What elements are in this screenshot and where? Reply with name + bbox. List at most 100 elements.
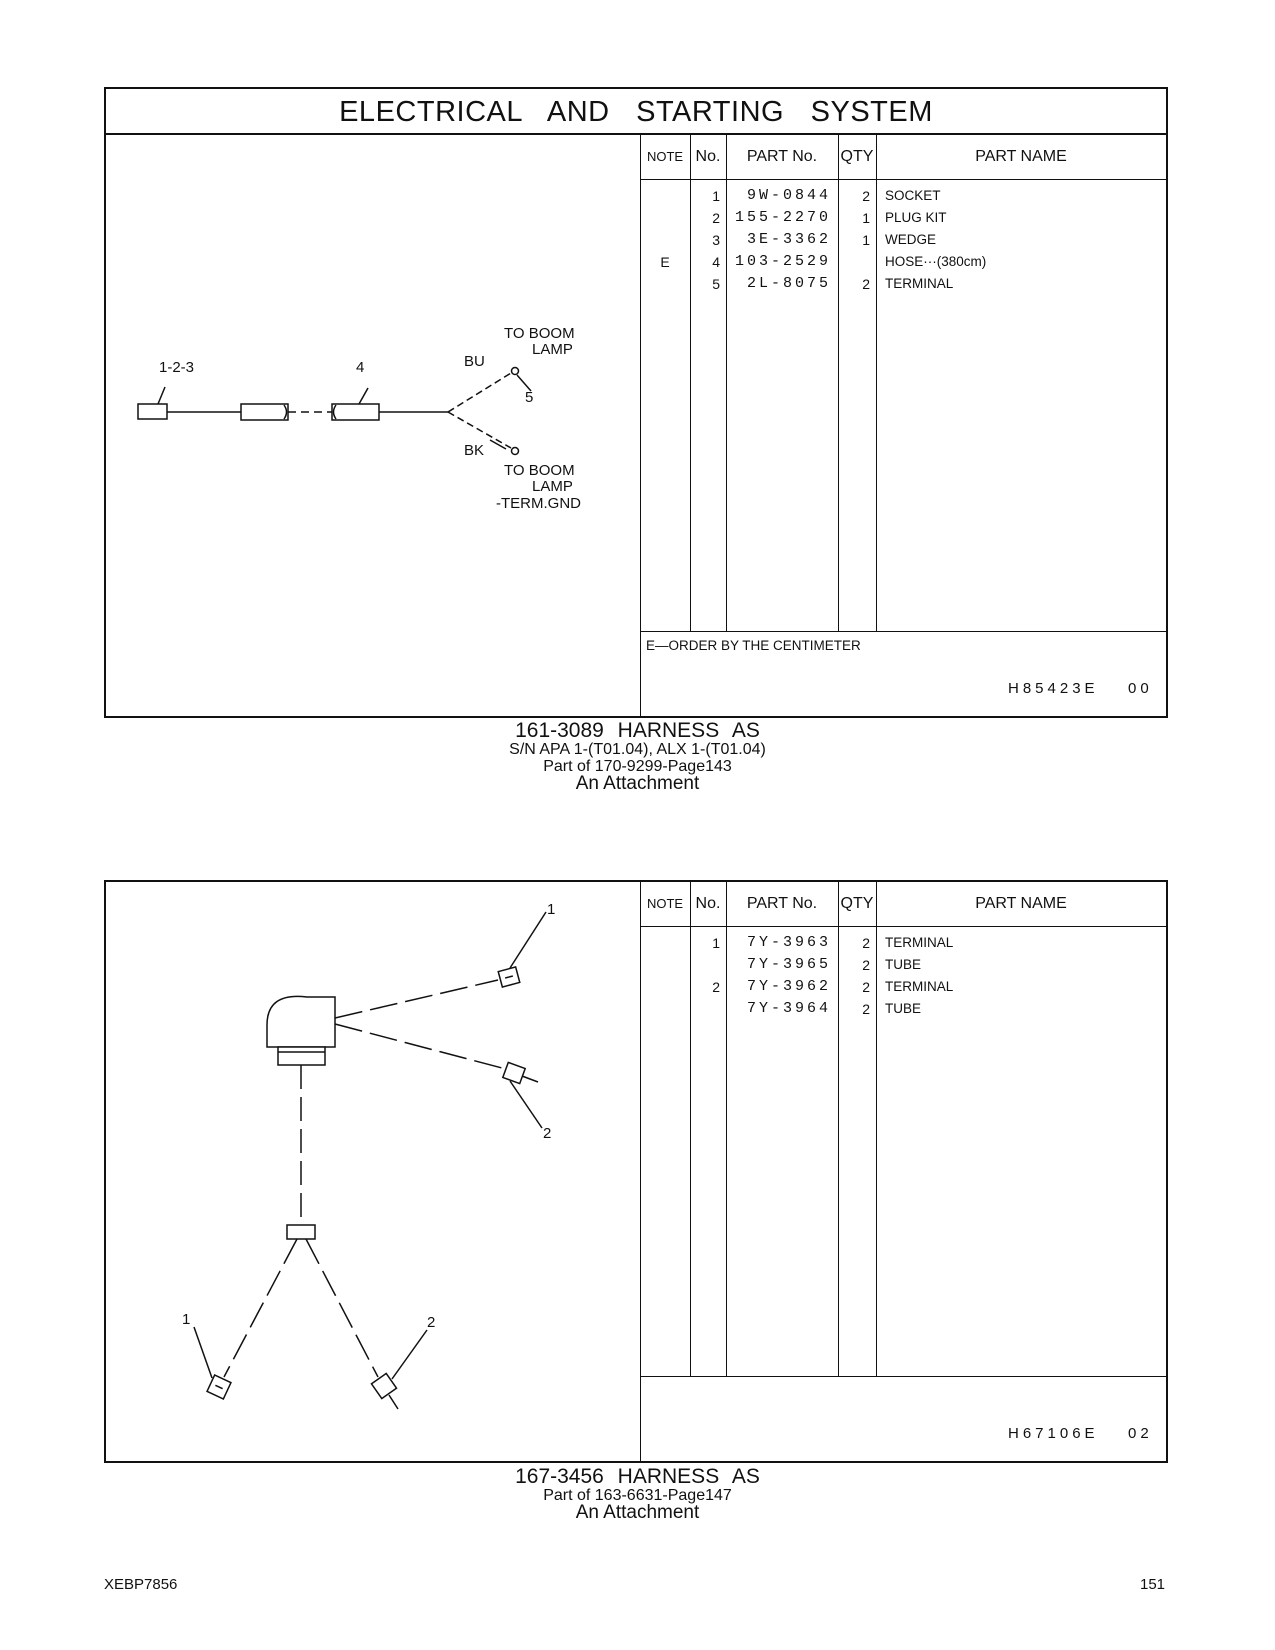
hose-section-left [240, 403, 289, 421]
wire-color-bk: BK [464, 442, 485, 459]
callout-top-2: 2 [543, 1125, 552, 1142]
caption-2-main: 167-3456 HARNESS AS [515, 1465, 760, 1488]
elbow-connector-base [277, 1046, 326, 1066]
to-boom-gnd-label-3: -TERM.GND [496, 495, 581, 512]
row-note [640, 998, 690, 1020]
row-part-name: TERMINAL [885, 979, 954, 994]
row-note [640, 229, 690, 251]
header-part-name: PART NAME [975, 148, 1067, 165]
row-qty [838, 251, 870, 273]
section-title: ELECTRICAL AND STARTING SYSTEM [339, 96, 933, 128]
drawing-ref-rev: 00 [1128, 680, 1153, 697]
row-part-no: 155-2270 [734, 209, 831, 226]
row-part-name: PLUG KIT [885, 210, 947, 225]
row-part-no: 7Y-3965 [746, 956, 831, 973]
row-note [640, 207, 690, 229]
header-note: NOTE [646, 896, 684, 911]
row-item-no: 5 [712, 276, 720, 292]
bk-terminal-ring [510, 446, 520, 456]
connector-socket-shape [137, 403, 168, 420]
callout-bottom-2: 2 [427, 1314, 436, 1331]
row-part-name: WEDGE [885, 232, 937, 247]
header-no: No. [695, 148, 721, 165]
callout-hose: 4 [356, 359, 365, 376]
drawing-ref-code: H67106E [1008, 1425, 1099, 1442]
caption-1-part-of: Part of 170-9299-Page143 [543, 758, 732, 775]
row-note [640, 976, 690, 998]
row-qty: 2 [862, 188, 870, 204]
wire-color-bu: BU [464, 353, 485, 370]
row-qty: 2 [862, 935, 870, 951]
to-boom-gnd-label-2: LAMP [532, 478, 573, 495]
row-note [640, 273, 690, 295]
hose-section-right [331, 403, 380, 421]
footer-doc-code: XEBP7856 [104, 1576, 178, 1593]
row-part-no: 7Y-3963 [746, 934, 831, 951]
header-qty: QTY [840, 148, 874, 165]
callout-top-1: 1 [547, 901, 556, 918]
row-part-name: TUBE [885, 1001, 922, 1016]
bottom-terminal-2-shape [370, 1372, 398, 1400]
row-note [640, 185, 690, 207]
row-note [640, 954, 690, 976]
header-part-name: PART NAME [975, 895, 1067, 912]
row-qty: 2 [862, 1001, 870, 1017]
footer-page-number: 151 [1140, 1576, 1166, 1593]
to-boom-lamp-label-2: LAMP [532, 341, 573, 358]
to-boom-lamp-label-1: TO BOOM [504, 325, 575, 342]
header-qty: QTY [840, 895, 874, 912]
drawing-ref-rev: 02 [1128, 1425, 1153, 1442]
caption-1-main: 161-3089 HARNESS AS [515, 719, 760, 742]
header-no: No. [695, 895, 721, 912]
row-item-no: 2 [712, 210, 720, 226]
row-item-no: 1 [712, 188, 720, 204]
row-item-no [690, 954, 720, 976]
row-part-name: HOSE···(380cm) [885, 254, 987, 269]
header-part-no: PART No. [746, 895, 818, 912]
parts-table-2: NOTE No. PART No. QTY PART NAME 1 7Y-3963… [640, 882, 1166, 1461]
row-part-no: 7Y-3962 [746, 978, 831, 995]
elbow-connector-shape [266, 995, 336, 1048]
row-qty: 2 [862, 276, 870, 292]
callout-connector: 1-2-3 [159, 359, 195, 376]
row-note [640, 932, 690, 954]
callout-terminal: 5 [525, 389, 534, 406]
footnote-centimeter: E—ORDER BY THE CENTIMETER [646, 638, 861, 653]
section-title-bar: ELECTRICAL AND STARTING SYSTEM [104, 87, 1168, 135]
row-note: E [660, 254, 670, 270]
callout-bottom-1: 1 [182, 1311, 191, 1328]
harness-161-3089-diagram [137, 366, 532, 456]
caption-1-sn: S/N APA 1-(T01.04), ALX 1-(T01.04) [509, 741, 766, 758]
drawing-ref-code: H85423E [1008, 680, 1099, 697]
panel-harness-167-3456: 1 2 1 2 NOTE No. PART No. QTY PART NAME … [104, 880, 1168, 1463]
bu-terminal-ring [510, 366, 520, 376]
row-part-no: 7Y-3964 [746, 1000, 831, 1017]
row-qty: 2 [862, 957, 870, 973]
caption-2-attachment: An Attachment [575, 1502, 700, 1523]
row-part-name: SOCKET [885, 188, 941, 203]
row-part-no: 2L-8075 [746, 275, 831, 292]
row-part-name: TERMINAL [885, 276, 954, 291]
row-item-no [690, 998, 720, 1020]
row-qty: 1 [862, 232, 870, 248]
harness-167-3456-diagram [193, 911, 547, 1410]
row-item-no: 4 [712, 254, 720, 270]
row-item-no: 2 [712, 979, 720, 995]
row-qty: 1 [862, 210, 870, 226]
row-item-no: 1 [712, 935, 720, 951]
header-part-no: PART No. [746, 148, 818, 165]
top-terminal-2-shape [501, 1061, 527, 1085]
parts-table-1: NOTE No. PART No. QTY PART NAME 1 9W-0844… [640, 135, 1166, 716]
header-note: NOTE [646, 149, 684, 164]
splice-block-shape [286, 1224, 316, 1240]
caption-2-part-of: Part of 163-6631-Page147 [543, 1487, 732, 1504]
row-part-no: 9W-0844 [746, 187, 831, 204]
row-part-no: 3E-3362 [746, 231, 831, 248]
caption-1-attachment: An Attachment [575, 773, 700, 794]
row-part-name: TERMINAL [885, 935, 954, 950]
row-item-no: 3 [712, 232, 720, 248]
to-boom-gnd-label-1: TO BOOM [504, 462, 575, 479]
row-part-no: 103-2529 [734, 253, 831, 270]
panel-harness-161-3089: 1-2-3 4 BU 5 BK TO BOOM LAMP TO BOOM LAM… [104, 133, 1168, 718]
row-part-name: TUBE [885, 957, 922, 972]
